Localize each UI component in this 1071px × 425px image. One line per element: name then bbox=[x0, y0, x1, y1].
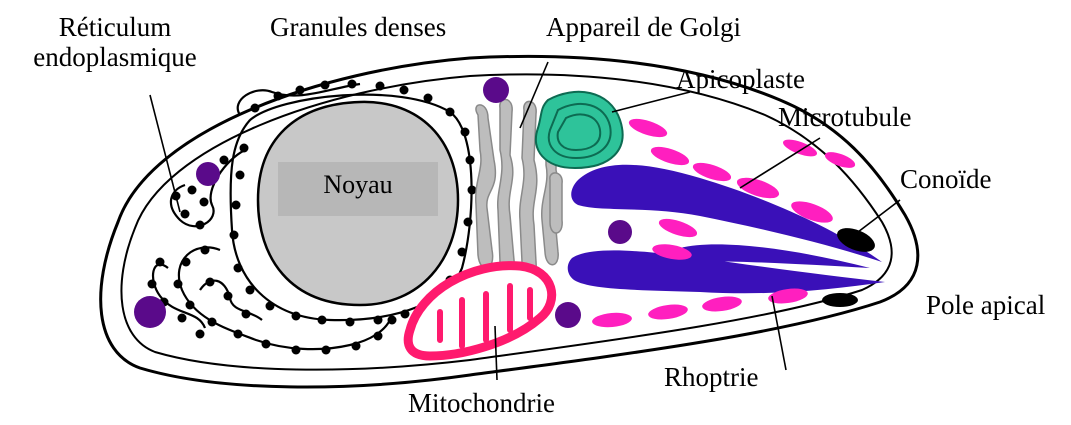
apicoplast bbox=[536, 92, 623, 168]
mitochondrie-label: Mitochondrie bbox=[408, 388, 555, 418]
granules-label: Granules denses bbox=[270, 12, 446, 42]
reticulum-label-line2: endoplasmique bbox=[10, 42, 220, 72]
reticulum-label-line1: Réticulum bbox=[10, 12, 220, 42]
microtubule-label: Microtubule bbox=[778, 102, 911, 132]
rhoptrie-label: Rhoptrie bbox=[664, 362, 759, 392]
conoide-label: Conoïde bbox=[900, 164, 992, 194]
pole-apical-label: Pole apical bbox=[926, 290, 1045, 320]
reticulum-label: Réticulum endoplasmique bbox=[10, 12, 220, 72]
golgi-label: Appareil de Golgi bbox=[546, 12, 741, 42]
nucleus-label: Noyau bbox=[278, 170, 438, 200]
apicoplaste-label: Apicoplaste bbox=[676, 64, 805, 94]
